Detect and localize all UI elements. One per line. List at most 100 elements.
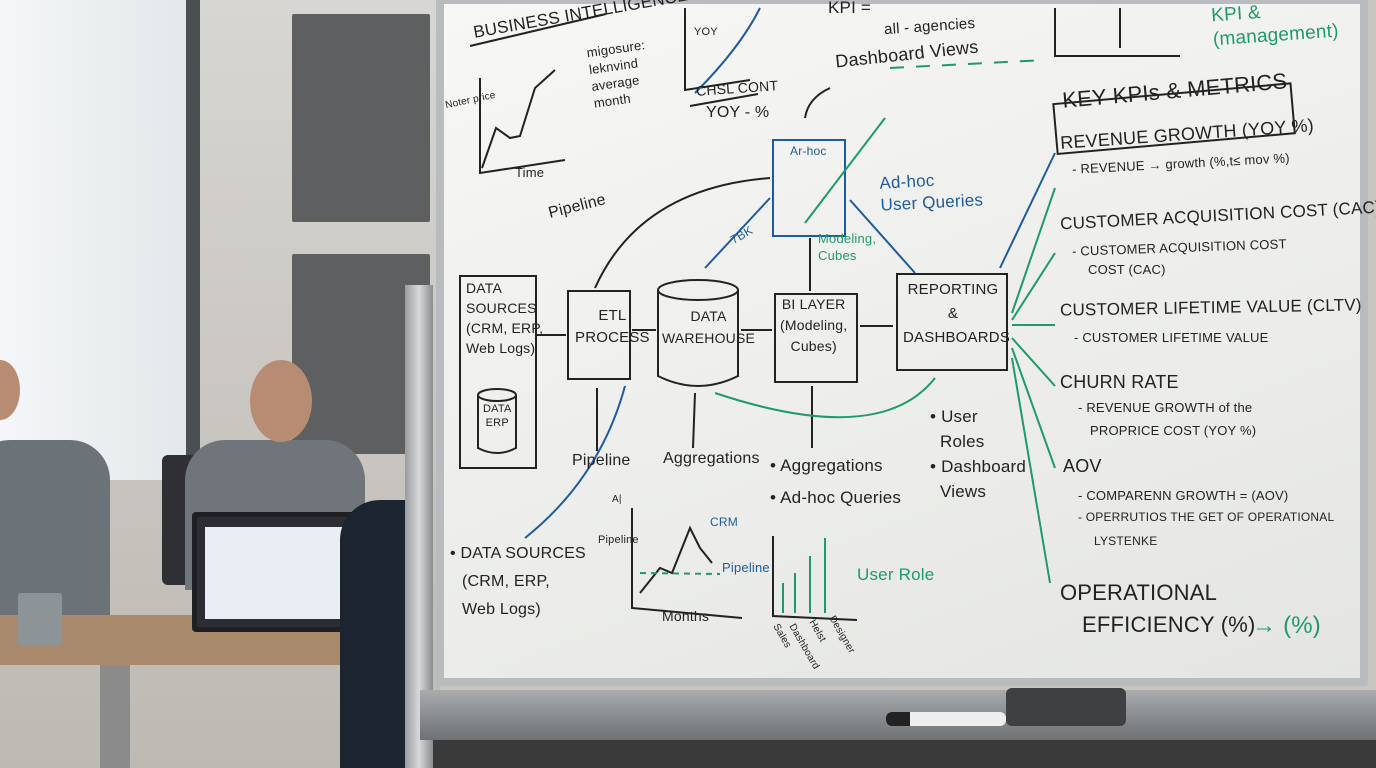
kpi-detail: EFFICIENCY (%)	[1082, 612, 1256, 637]
flow-arrows	[537, 325, 893, 336]
acoustic-panel	[292, 14, 430, 222]
chart3-axes	[631, 508, 743, 619]
chart4-label: User Role	[857, 565, 935, 584]
line: PROCESS	[575, 329, 650, 346]
chart3-series: CRM	[710, 515, 738, 529]
kpi-detail: - CUSTOMER LIFETIME VALUE	[1074, 330, 1269, 345]
etl-label: ETL PROCESS	[575, 305, 650, 349]
laptop-screen	[205, 527, 363, 619]
chart1-axes	[479, 78, 566, 175]
chart3-xlabel: Months	[662, 608, 710, 624]
chart3-corner: A|	[612, 494, 622, 505]
warehouse-cylinder	[657, 290, 739, 387]
warehouse-top	[657, 279, 739, 301]
line: REPORTING	[907, 281, 999, 298]
line: WAREHOUSE	[662, 330, 756, 346]
line: DATA	[690, 308, 727, 324]
line: ETL	[598, 307, 627, 324]
line: DATA	[483, 403, 512, 415]
kpi-detail: PROPRICE COST (YOY %)	[1090, 423, 1257, 438]
chart3-line-label: Pipeline	[722, 560, 770, 575]
data-sources-box	[459, 275, 537, 469]
mug	[18, 593, 62, 645]
line: Views	[940, 482, 987, 501]
line: Web Logs)	[462, 601, 541, 618]
blue-arrows	[704, 152, 1056, 274]
kpi-arrows	[1011, 187, 1056, 584]
arrow-sources-etl	[524, 385, 626, 539]
bar-sketch-frame	[1054, 8, 1180, 57]
erp-cylinder	[477, 395, 517, 454]
data-erp-label: DATA ERP	[483, 402, 512, 430]
kpi-detail: COST (CAC)	[1088, 262, 1166, 277]
arrow-dashboard-views	[804, 87, 831, 119]
window	[0, 0, 200, 480]
data-sources-label: DATA SOURCES (CRM, ERP, Web Logs)	[466, 278, 543, 358]
line: • Dashboard	[930, 457, 1027, 476]
adhoc-box-title: Ar-hoc	[790, 144, 827, 158]
chart2-divider	[689, 93, 759, 107]
line: • User	[930, 407, 978, 426]
line: Cubes	[818, 248, 857, 263]
line: &	[947, 305, 959, 322]
chart1-xlabel: Time	[515, 165, 545, 180]
line: SOURCES	[466, 300, 537, 316]
kpi-management-label: KPI &(management)	[1210, 0, 1340, 52]
warehouse-label: DATA WAREHOUSE	[662, 305, 755, 349]
chart2-ylabel: YOY	[694, 26, 718, 38]
line: BI LAYER	[781, 296, 846, 312]
line: Cubes)	[790, 338, 837, 354]
kpi-detail: - COMPARENN GROWTH = (AOV)	[1078, 488, 1289, 503]
bi-layer-label: BI LAYER (Modeling, Cubes)	[780, 294, 847, 357]
adhoc-box	[772, 139, 846, 237]
kpi-aov: AOV	[1063, 456, 1102, 476]
green-arrow-adhoc	[804, 117, 886, 224]
marker[interactable]	[886, 712, 1006, 726]
person-left-head	[0, 360, 20, 420]
eraser[interactable]	[1006, 688, 1126, 726]
erp-top	[477, 388, 517, 402]
vertical-arrows	[596, 238, 813, 451]
line: (Modeling,	[780, 317, 848, 333]
kpi-formula-top: KPI =	[828, 0, 872, 17]
reporting-label: REPORTING & DASHBOARDS	[903, 278, 1011, 350]
line: (CRM, ERP,	[466, 320, 544, 336]
chart3-ylabel: Pipeline	[598, 534, 639, 546]
chart3-dashed-line	[639, 572, 721, 575]
arrow-reporting-warehouse	[714, 377, 936, 419]
line: (CRM, ERP,	[462, 573, 550, 590]
chart4-axes	[772, 536, 858, 621]
chart1-line	[481, 69, 556, 169]
chart4-bars	[782, 538, 826, 613]
whiteboard-stand	[405, 285, 433, 768]
line: DASHBOARDS	[903, 329, 1011, 346]
person-center-head	[250, 360, 312, 442]
title-underline	[469, 13, 607, 47]
pipeline-bottom-label: Pipeline	[572, 452, 631, 469]
bullets-mid: • Aggregations • Ad-hoc Queries	[770, 450, 901, 514]
arrow-etl-adhoc	[594, 177, 771, 289]
kpi-churn-rate: CHURN RATE	[1060, 372, 1179, 392]
chart3-line	[639, 525, 713, 594]
line: • Ad-hoc Queries	[770, 488, 902, 507]
line: Web Logs)	[466, 340, 536, 356]
data-sources-bottom: • DATA SOURCES (CRM, ERP, Web Logs)	[450, 540, 586, 624]
etl-box	[567, 290, 631, 380]
efficiency-result: → (%)	[1252, 612, 1321, 639]
line: ERP	[485, 417, 509, 429]
chart2-caption-bottom: YOY - %	[706, 104, 770, 121]
whiteboard-drawings	[459, 7, 1296, 621]
line: • Aggregations	[770, 456, 883, 475]
bi-layer-box	[774, 293, 858, 383]
modeling-cubes-label: Modeling, Cubes	[818, 230, 876, 264]
desk-leg	[100, 665, 130, 768]
line: DATA	[466, 280, 503, 296]
chart2-curve	[694, 7, 761, 94]
line: Modeling,	[818, 231, 877, 246]
line: • DATA SOURCES	[450, 545, 586, 562]
reporting-box	[896, 273, 1008, 371]
kpi-operational: OPERATIONAL	[1060, 580, 1218, 605]
